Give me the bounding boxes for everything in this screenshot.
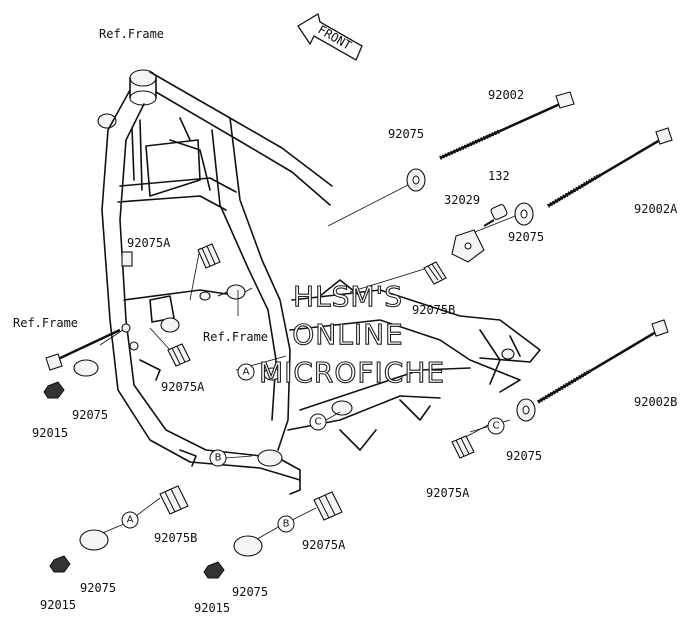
washer-92075-bl bbox=[79, 529, 109, 551]
label-92075B-upper: 92075B bbox=[412, 303, 455, 317]
bushing-92075A-lower bbox=[313, 491, 343, 521]
washer-92075-bm bbox=[233, 535, 263, 557]
bushing-92075A-rc bbox=[451, 435, 475, 459]
svg-text:C: C bbox=[493, 421, 500, 432]
bushing-92075A-mid bbox=[167, 343, 191, 367]
label-92015-bl: 92015 bbox=[40, 598, 76, 612]
nut-92015-bm bbox=[203, 561, 225, 579]
label-92075-top: 92075 bbox=[388, 127, 424, 141]
watermark-line-3: MICROFICHE bbox=[259, 356, 445, 389]
nut-92015-left bbox=[43, 381, 65, 399]
washer-92075-right bbox=[514, 202, 534, 226]
bolt-92002B bbox=[536, 319, 669, 404]
label-32029: 32029 bbox=[444, 193, 480, 207]
label-ref-frame-top: Ref.Frame bbox=[99, 27, 164, 41]
callout-c-right: C bbox=[487, 417, 505, 435]
washer-92075-top bbox=[406, 168, 426, 192]
label-92015-left: 92015 bbox=[32, 426, 68, 440]
callout-b-lower: B bbox=[277, 515, 295, 533]
label-92075-bm: 92075 bbox=[232, 585, 268, 599]
label-92075-right: 92075 bbox=[508, 230, 544, 244]
washer-92075-rc bbox=[516, 398, 536, 422]
svg-text:A: A bbox=[127, 515, 134, 526]
svg-text:A: A bbox=[243, 367, 250, 378]
frame-drawing bbox=[97, 69, 541, 495]
label-92075A-upper: 92075A bbox=[127, 236, 171, 250]
frame-bushings bbox=[160, 284, 515, 416]
label-92075B-lower: 92075B bbox=[154, 531, 197, 545]
bolt-92002A bbox=[546, 127, 673, 208]
label-ref-frame-mid: Ref.Frame bbox=[203, 330, 268, 344]
bolt-left bbox=[45, 328, 121, 371]
svg-text:C: C bbox=[315, 417, 322, 428]
bolt-92002 bbox=[439, 91, 575, 160]
label-ref-frame-left: Ref.Frame bbox=[13, 316, 78, 330]
label-132: 132 bbox=[488, 169, 510, 183]
watermark: HLSM'S ONLINE MICROFICHE bbox=[258, 279, 445, 389]
watermark-line-2: ONLINE bbox=[292, 318, 403, 351]
front-arrow-icon: FRONT bbox=[297, 12, 363, 61]
bolt-132 bbox=[483, 204, 508, 227]
label-92075A-rc: 92075A bbox=[426, 486, 470, 500]
label-92002: 92002 bbox=[488, 88, 524, 102]
label-92075A-lower: 92075A bbox=[302, 538, 346, 552]
callout-c-frame: C bbox=[309, 413, 327, 431]
label-92002B: 92002B bbox=[634, 395, 677, 409]
watermark-line-1: HLSM'S bbox=[293, 280, 403, 313]
bushing-92075B-lower bbox=[159, 485, 189, 515]
bushing-92075B-upper bbox=[423, 261, 447, 285]
label-92075A-mid: 92075A bbox=[161, 380, 205, 394]
washer-92075-left bbox=[73, 359, 99, 377]
svg-text:B: B bbox=[215, 453, 222, 464]
svg-text:B: B bbox=[283, 519, 290, 530]
label-92075-left: 92075 bbox=[72, 408, 108, 422]
part-labels: Ref.Frame Ref.Frame Ref.Frame 92002 9200… bbox=[13, 27, 678, 615]
callout-a-frame: A bbox=[237, 363, 255, 381]
nut-92015-bl bbox=[49, 555, 71, 573]
label-92075-bl: 92075 bbox=[80, 581, 116, 595]
bracket-32029 bbox=[451, 229, 485, 263]
bushing-92075A-upper bbox=[197, 243, 221, 269]
callout-a-lower: A bbox=[121, 511, 139, 529]
callout-b-frame: B bbox=[209, 449, 227, 467]
label-92075-rc: 92075 bbox=[506, 449, 542, 463]
label-92015-bm: 92015 bbox=[194, 601, 230, 615]
small-washers-left bbox=[121, 323, 139, 351]
label-92002A: 92002A bbox=[634, 202, 678, 216]
